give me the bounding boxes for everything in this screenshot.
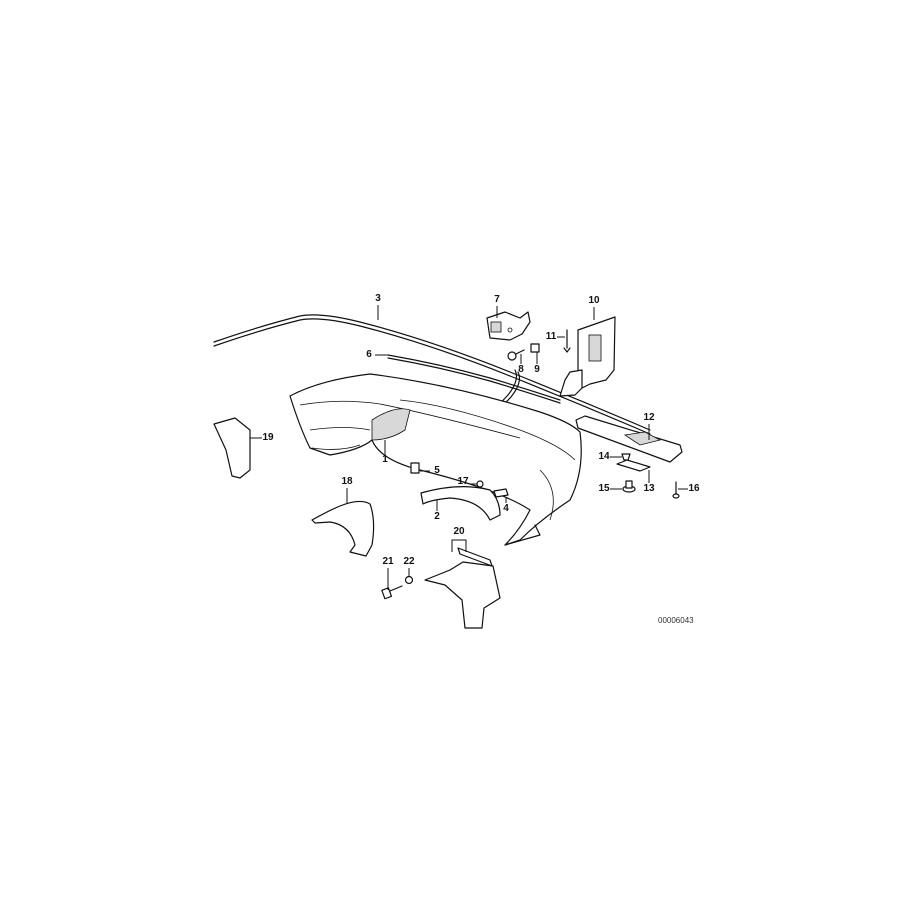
- callout-2[interactable]: 2: [434, 511, 440, 522]
- callout-1[interactable]: 1: [382, 454, 388, 465]
- part-6-trim-strip: [387, 354, 561, 435]
- callout-19[interactable]: 19: [262, 432, 274, 443]
- callout-6[interactable]: 6: [366, 349, 372, 360]
- part-15-rivet: [622, 480, 636, 493]
- part-8-screw: [507, 349, 525, 361]
- callout-20[interactable]: 20: [453, 526, 465, 537]
- callout-18[interactable]: 18: [341, 476, 353, 487]
- callout-3[interactable]: 3: [375, 293, 381, 304]
- callout-12[interactable]: 12: [643, 412, 655, 423]
- part-21-bolt: [381, 585, 403, 600]
- callout-16[interactable]: 16: [688, 483, 700, 494]
- part-4-clip: [493, 488, 509, 498]
- callout-11[interactable]: 11: [545, 331, 557, 342]
- part-9-clip: [530, 343, 540, 353]
- part-22-nut: [404, 575, 414, 585]
- callout-7[interactable]: 7: [494, 294, 500, 305]
- callout-22[interactable]: 22: [403, 556, 415, 567]
- part-2-wheel-arch-trim: [420, 486, 501, 521]
- callout-21[interactable]: 21: [382, 556, 394, 567]
- part-19-bracket: [213, 417, 251, 479]
- part-7-bracket: [486, 311, 531, 341]
- leader-lines: [250, 305, 688, 590]
- part-5-clip: [410, 462, 420, 474]
- callout-9[interactable]: 9: [534, 364, 540, 375]
- part-18-side-trim: [311, 500, 375, 557]
- callout-14[interactable]: 14: [598, 451, 610, 462]
- callout-5[interactable]: 5: [434, 465, 440, 476]
- callout-17[interactable]: 17: [457, 476, 469, 487]
- part-20-support-bracket: [424, 547, 501, 629]
- part-13-cover: [616, 459, 651, 472]
- part-1-bumper: [289, 373, 582, 546]
- callout-13[interactable]: 13: [643, 483, 655, 494]
- callout-15[interactable]: 15: [598, 483, 610, 494]
- part-11-bolt: [563, 329, 571, 353]
- callout-4[interactable]: 4: [503, 503, 509, 514]
- part-16-screw: [672, 481, 680, 499]
- callout-10[interactable]: 10: [588, 295, 600, 306]
- part-14-clip: [621, 453, 631, 461]
- diagram-reference-number: 00006043: [658, 616, 694, 625]
- part-12-plate-base: [575, 415, 683, 463]
- part-10-mounting-bracket: [559, 316, 616, 397]
- callout-8[interactable]: 8: [518, 364, 524, 375]
- part-17-nut: [476, 480, 484, 488]
